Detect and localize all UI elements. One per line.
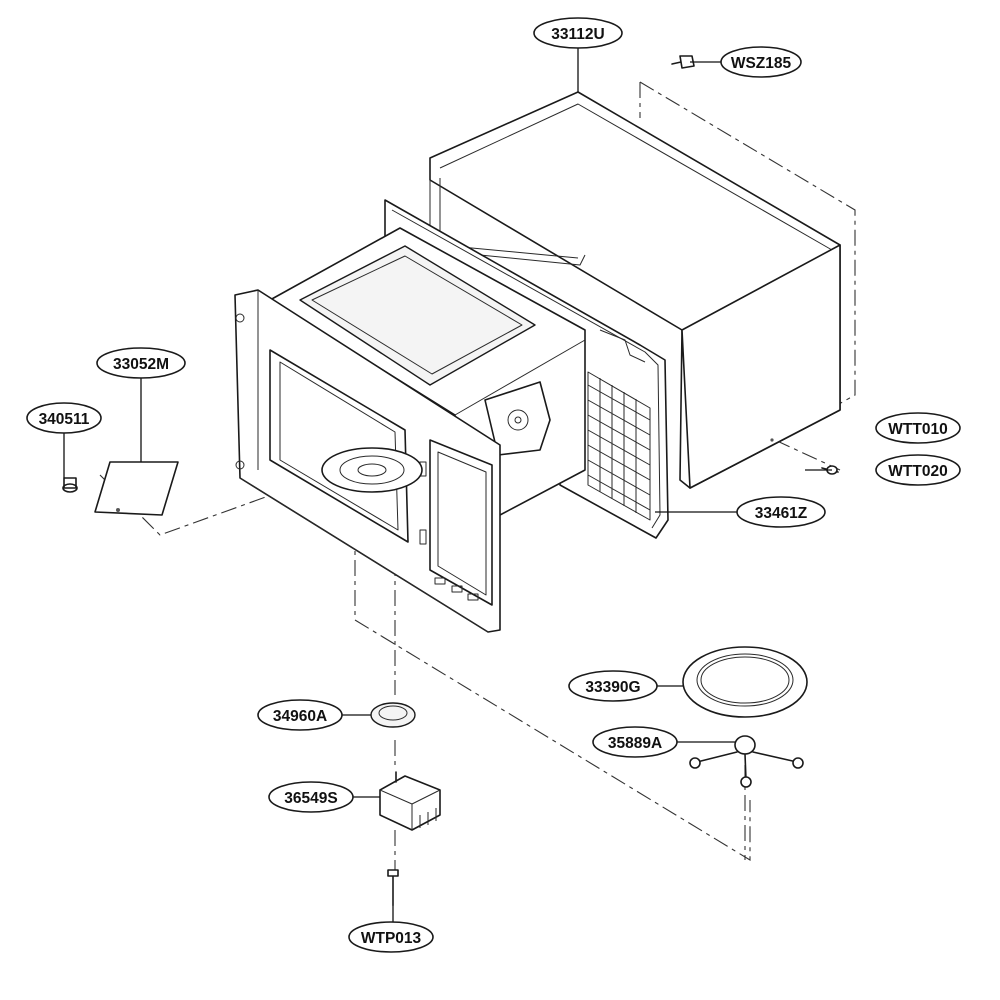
oven-cavity [269,227,586,541]
glass-tray [682,646,808,718]
label-WTP013: WTP013 [361,930,422,947]
waveguide-cover [94,461,179,516]
callout-36549S: 36549S [268,781,354,813]
label-WSZ185: WSZ185 [731,55,792,72]
callout-WTT010: WTT010 [875,412,961,444]
callout-33461Z: 33461Z [736,496,826,528]
label-WTT020: WTT020 [888,463,947,480]
label-340511: 340511 [39,411,90,428]
label-WTT010: WTT010 [888,421,947,438]
label-33461Z: 33461Z [755,505,808,522]
screw-wsz185 [671,55,695,69]
callout-WSZ185: WSZ185 [720,46,802,78]
coupler [370,702,416,728]
label-33052M: 33052M [113,356,169,373]
label-33390G: 33390G [585,679,640,696]
callout-WTT020: WTT020 [875,454,961,486]
label-36549S: 36549S [284,790,337,807]
cover-screw [62,477,78,493]
vent-grid [587,371,651,521]
callout-33052M: 33052M [96,347,186,379]
label-33112U: 33112U [551,26,604,43]
callout-WTP013: WTP013 [348,921,434,953]
latch-slots [419,461,479,601]
callout-340511: 340511 [26,402,102,434]
callout-33112U: 33112U [533,17,623,49]
label-34960A: 34960A [273,708,327,725]
outer-cabinet [429,91,841,489]
inner-turntable [321,447,423,493]
callout-35889A: 35889A [592,726,678,758]
label-35889A: 35889A [608,735,662,752]
turntable-motor [379,771,441,831]
roller-ring [689,735,804,788]
callout-33390G: 33390G [568,670,658,702]
leader-lines [63,48,832,922]
motor-screw [387,869,399,906]
part-callouts: 33112U WSZ185 33052M 340511 WTT010 WTT02… [26,17,961,953]
callout-34960A: 34960A [257,699,343,731]
